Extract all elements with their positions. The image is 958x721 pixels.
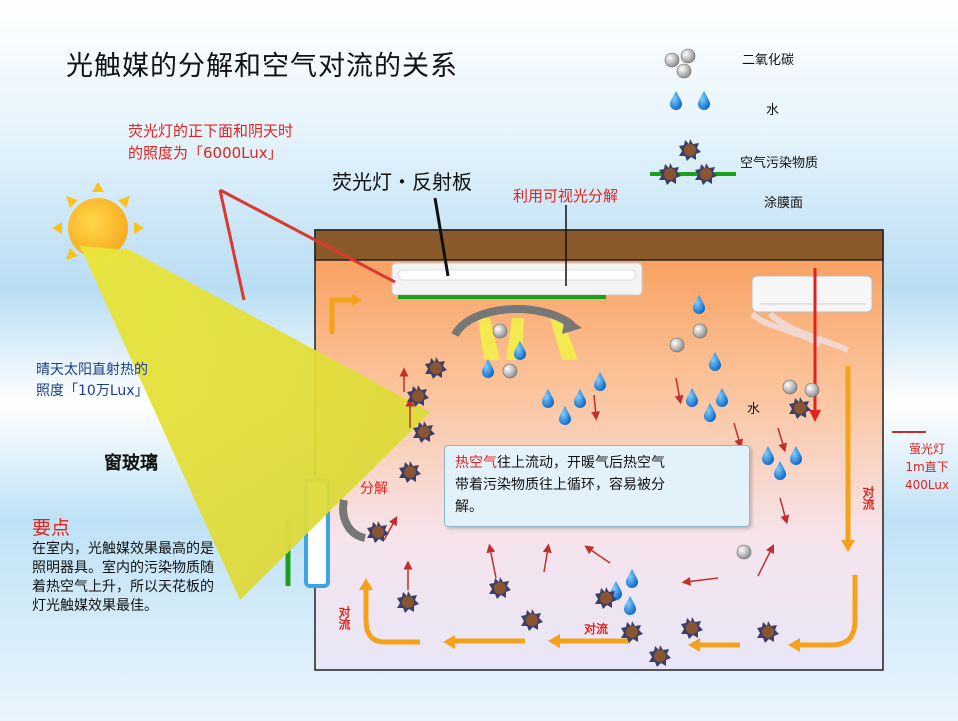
callout-highlight: 热空气 bbox=[455, 455, 497, 471]
note-line-2: 的照度为「6000Lux」 bbox=[128, 144, 283, 162]
fluor-label-line-1: 萤光灯 bbox=[908, 442, 945, 456]
legend-water-label: 水 bbox=[766, 103, 780, 118]
visible-light-label: 利用可视光分解 bbox=[513, 187, 619, 205]
lamp-illuminance-note: 荧光灯的正下面和阴天时 的照度为「6000Lux」 bbox=[128, 120, 293, 164]
note-line-1: 荧光灯的正下面和阴天时 bbox=[128, 122, 294, 140]
convection-label-right: 对流 bbox=[861, 486, 875, 510]
page-title: 光触媒的分解和空气对流的关系 bbox=[66, 51, 458, 82]
hot-air-callout: 热空气往上流动，开暖气后热空气 带着污染物质往上循环，容易被分 解。 bbox=[444, 445, 750, 527]
fluorescent-illuminance-label: 萤光灯 1m直下 400Lux bbox=[896, 440, 958, 494]
water-room-label: 水 bbox=[747, 402, 761, 417]
legend-pollutant-label: 空气污染物质 bbox=[740, 156, 819, 171]
sun-label-line-1: 晴天太阳直射热的 bbox=[36, 362, 148, 378]
legend-water-icon bbox=[670, 91, 710, 110]
window-glass-label: 窗玻璃 bbox=[104, 453, 158, 474]
convection-label-bottom: 对流 bbox=[584, 622, 609, 636]
sun-label-line-2: 照度「10万Lux」 bbox=[36, 383, 149, 399]
decompose-label: 分解 bbox=[360, 481, 388, 497]
fluor-label-line-3: 400Lux bbox=[904, 478, 950, 492]
key-point-line-2: 照明器具。室内的污染物质随 bbox=[32, 560, 214, 576]
callout-line-1: 热空气往上流动，开暖气后热空气 bbox=[455, 452, 739, 474]
key-point-line-1: 在室内，光触媒效果最高的是 bbox=[32, 541, 214, 557]
legend-coating-label: 涂膜面 bbox=[764, 196, 804, 211]
convection-label-left: 对流 bbox=[337, 606, 351, 630]
key-point-line-4: 灯光触媒效果最佳。 bbox=[32, 598, 158, 614]
legend-co2-label: 二氧化碳 bbox=[742, 53, 795, 68]
callout-line-2: 带着污染物质往上循环，容易被分 bbox=[455, 477, 665, 493]
callout-rest: 往上流动，开暖气后热空气 bbox=[497, 455, 665, 471]
legend-pollutant-icon bbox=[659, 139, 717, 185]
callout-line-3: 解。 bbox=[455, 499, 483, 515]
fluor-label-line-2: 1m直下 bbox=[905, 460, 949, 474]
air-conditioner bbox=[751, 275, 873, 313]
legend-co2-icon bbox=[664, 48, 696, 79]
ceiling bbox=[314, 229, 884, 261]
key-point-body: 在室内，光触媒效果最高的是 照明器具。室内的污染物质随 着热空气上升，所以天花板… bbox=[32, 540, 284, 616]
lamp-label: 荧光灯・反射板 bbox=[332, 170, 472, 194]
sun-illuminance-label: 晴天太阳直射热的 照度「10万Lux」 bbox=[36, 360, 149, 402]
key-point-line-3: 着热空气上升，所以天花板的 bbox=[32, 579, 214, 595]
sunlight-beam bbox=[80, 246, 430, 600]
key-point-title: 要点 bbox=[32, 517, 71, 539]
